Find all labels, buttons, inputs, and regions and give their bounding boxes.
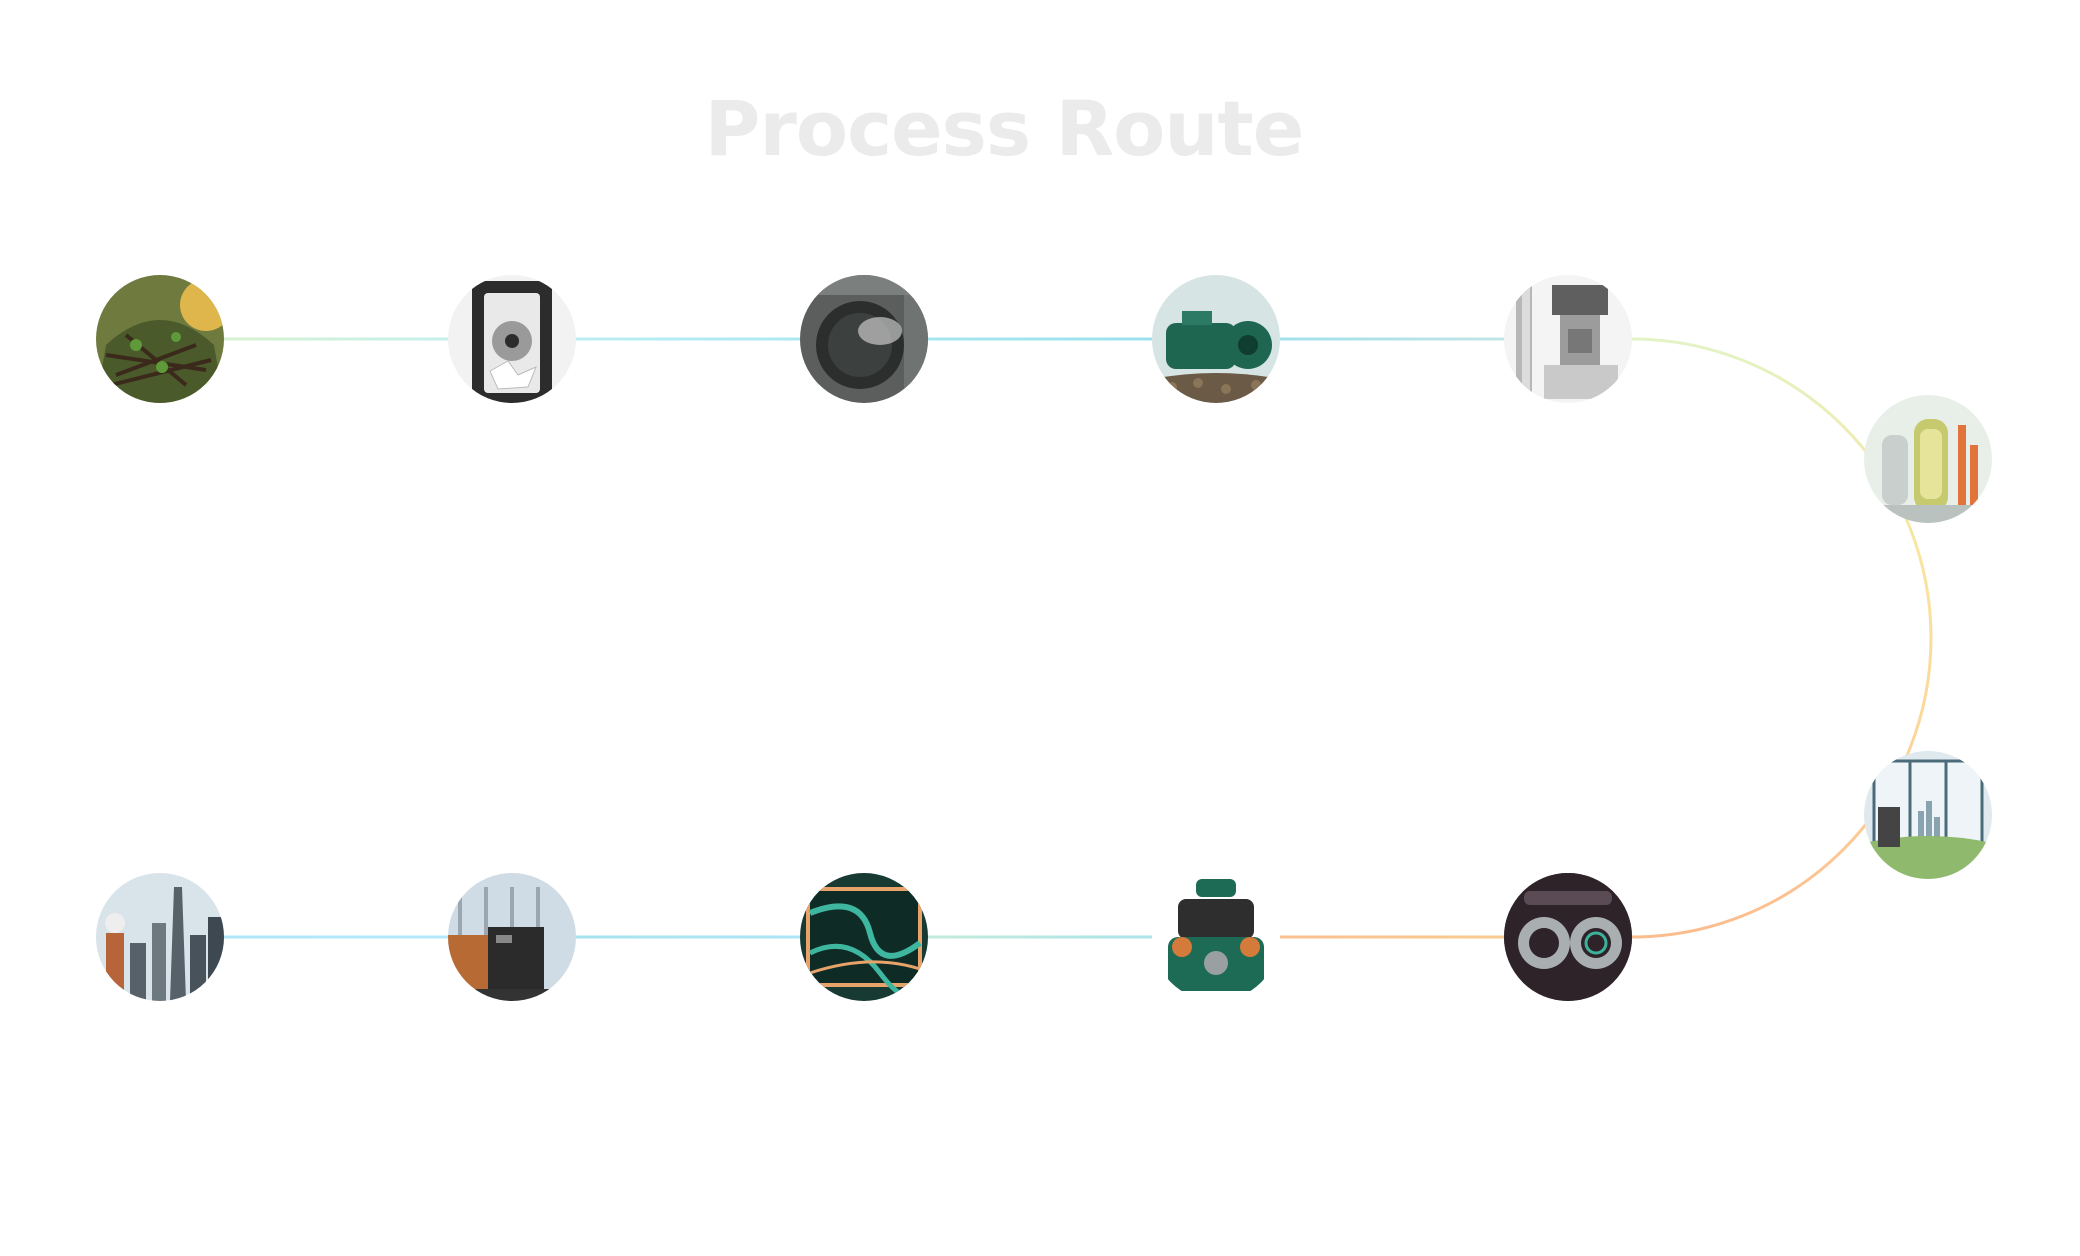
power-cabinet-icon [448, 873, 576, 1001]
step-pelletizer[interactable] [1152, 275, 1280, 403]
step-heat-exchanger[interactable] [800, 873, 928, 1001]
step-gasifier[interactable] [1864, 395, 1992, 523]
connector-arc [1631, 337, 1933, 939]
packaging-machine-icon [1504, 275, 1632, 403]
step-gas-engine[interactable] [1152, 873, 1280, 1001]
pellet-mill-icon [1152, 275, 1280, 403]
gas-engine-icon [1152, 873, 1280, 1001]
step-shredder[interactable] [448, 275, 576, 403]
city-skyline-icon [96, 873, 224, 1001]
step-dryer[interactable] [800, 275, 928, 403]
heat-exchanger-icon [800, 873, 928, 1001]
gasifier-reactor-icon [1864, 395, 1992, 523]
step-power-cabinet[interactable] [448, 873, 576, 1001]
gas-cleaning-lab-icon [1864, 751, 1992, 879]
rotary-dryer-icon [800, 275, 928, 403]
step-biomass-feedstock[interactable] [96, 275, 224, 403]
diagram-title: Process Route [704, 84, 1305, 173]
biomass-pile-icon [96, 275, 224, 403]
engine-block-icon [1504, 873, 1632, 1001]
step-gas-cleaning[interactable] [1864, 751, 1992, 879]
step-city-grid[interactable] [96, 873, 224, 1001]
shredder-icon [448, 275, 576, 403]
step-packaging-machine[interactable] [1504, 275, 1632, 403]
step-engine-block[interactable] [1504, 873, 1632, 1001]
